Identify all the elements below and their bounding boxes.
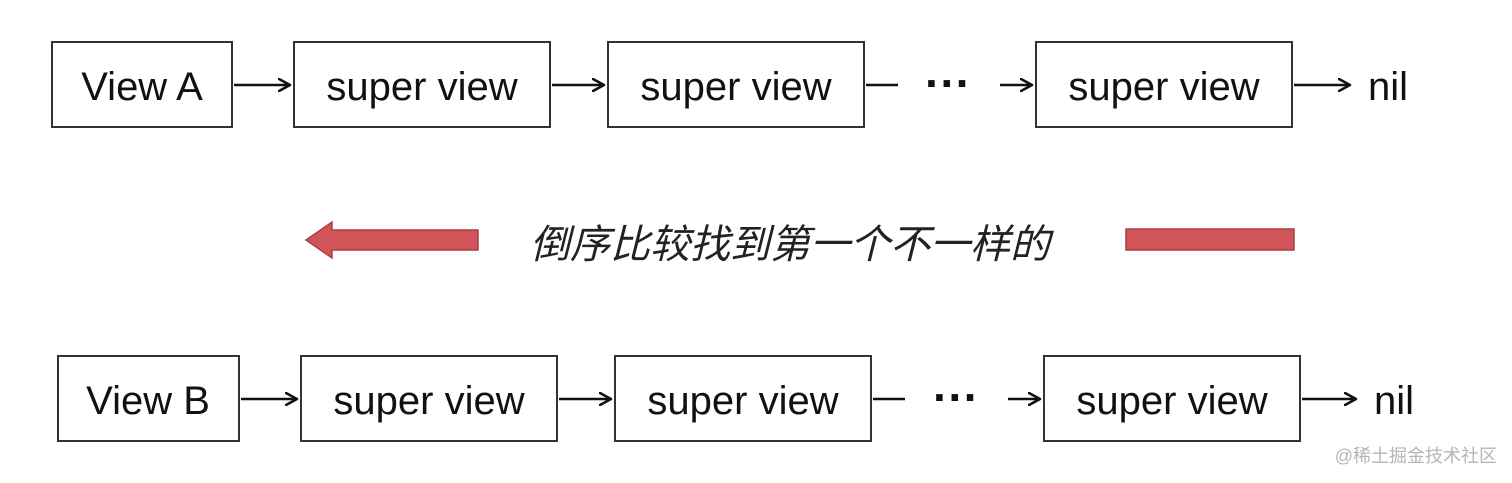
chain-row-a: View A super view super view ··· super v… bbox=[51, 41, 1408, 128]
accent-bar bbox=[1125, 228, 1295, 251]
view-b-box bbox=[57, 355, 240, 442]
super-view-box-b-1 bbox=[300, 355, 558, 442]
chain-row-b: View B super view super view ··· super v… bbox=[57, 355, 1414, 442]
compare-direction: 倒序比较找到第一个不一样的 bbox=[304, 220, 1295, 267]
view-b-label: View B bbox=[86, 379, 210, 423]
view-a-label: View A bbox=[81, 65, 203, 109]
super-view-label-a-2: super view bbox=[640, 65, 831, 109]
super-view-label-b-2: super view bbox=[647, 379, 838, 423]
nil-label-b: nil bbox=[1374, 379, 1414, 423]
super-view-box-a-3 bbox=[1035, 41, 1293, 128]
ellipsis-a: ··· bbox=[925, 57, 971, 109]
super-view-label-b-3: super view bbox=[1076, 379, 1267, 423]
super-view-box-a-2 bbox=[607, 41, 865, 128]
super-view-label-a-1: super view bbox=[326, 65, 517, 109]
watermark: @稀土掘金技术社区 bbox=[1335, 446, 1497, 466]
super-view-box-b-2 bbox=[614, 355, 872, 442]
super-view-label-a-3: super view bbox=[1068, 65, 1259, 109]
compare-caption: 倒序比较找到第一个不一样的 bbox=[530, 223, 1054, 267]
ellipsis-b: ··· bbox=[933, 371, 979, 423]
left-arrow-icon bbox=[304, 220, 479, 260]
nil-label-a: nil bbox=[1368, 65, 1408, 109]
super-view-box-a-1 bbox=[293, 41, 551, 128]
super-view-box-b-3 bbox=[1043, 355, 1301, 442]
view-a-box bbox=[51, 41, 233, 128]
super-view-label-b-1: super view bbox=[333, 379, 524, 423]
